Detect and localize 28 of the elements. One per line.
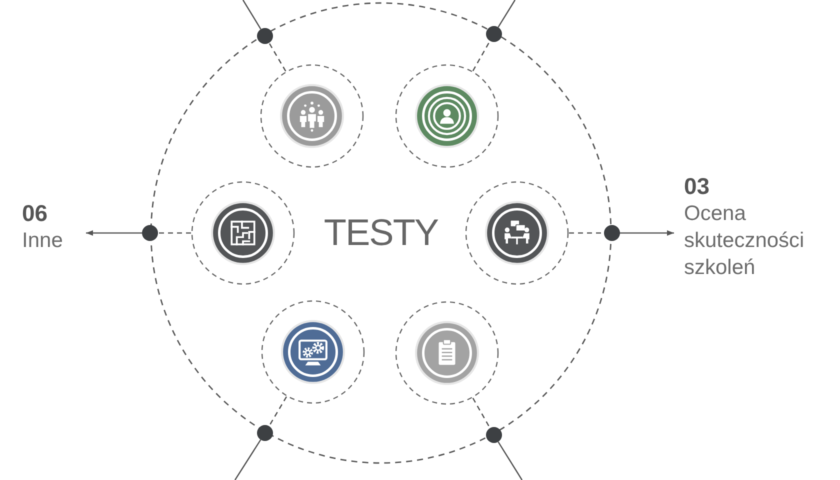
- step-label: Ocena skuteczności szkoleń: [684, 201, 806, 281]
- step-number: 03: [684, 172, 710, 200]
- step-number: 06: [22, 199, 48, 227]
- arrow: [620, 230, 674, 236]
- arrow: [86, 230, 142, 236]
- icon-ring: [260, 64, 364, 168]
- junction-dot: [486, 427, 502, 443]
- dashed-connector: [158, 232, 191, 234]
- dashed-connector: [569, 232, 604, 234]
- icon-ring: [261, 300, 365, 404]
- icon-ring: [395, 64, 499, 168]
- icon-ring: [465, 181, 569, 285]
- dashed-connector: [472, 40, 491, 72]
- junction-dot: [142, 225, 158, 241]
- icon-ring: [191, 181, 295, 285]
- dashed-connector: [268, 396, 288, 426]
- connector-line: [242, 0, 262, 30]
- connector-line: [234, 439, 262, 480]
- step-label: Inne: [22, 228, 63, 254]
- connector-line: [498, 441, 523, 480]
- junction-dot: [257, 425, 273, 441]
- connector-line: [498, 0, 516, 28]
- junction-dot: [604, 225, 620, 241]
- dashed-connector: [268, 42, 286, 72]
- outer-ring: [150, 2, 612, 464]
- center-title: TESTY: [324, 211, 438, 255]
- dashed-connector: [472, 398, 491, 428]
- icon-ring: [395, 301, 499, 405]
